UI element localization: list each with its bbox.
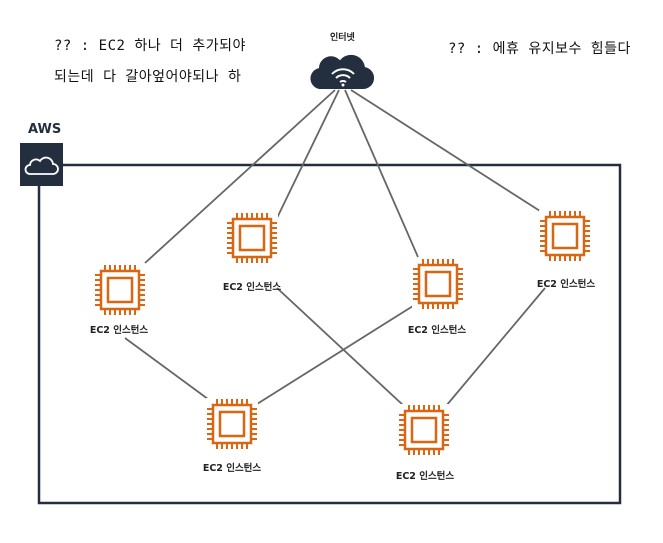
ec2-label-5: EC2 인스턴스: [202, 463, 262, 474]
aws-label: AWS: [28, 122, 62, 137]
edge-internet-ec2-1: [144, 89, 336, 264]
ec2-label-1: EC2 인스턴스: [89, 325, 149, 336]
edge-ec2-1-ec2-5: [124, 337, 213, 403]
internet-label: 인터넷: [330, 33, 355, 43]
note-line-1: ?? : EC2 하나 더 추가되야: [54, 38, 246, 54]
ec2-chip-icon: [226, 212, 278, 264]
edge-ec2-2-ec2-6: [276, 287, 405, 407]
ec2-chip-icon: [412, 258, 464, 310]
ec2-chip-icon: [206, 398, 258, 450]
ec2-instances: [94, 210, 591, 456]
internet-cloud-icon: [310, 54, 374, 90]
aws-boundary: [37, 163, 622, 505]
edge-ec2-6-ec2-4: [445, 287, 546, 407]
edge-ec2-5-ec2-3: [256, 305, 414, 405]
ec2-chip-icon: [398, 404, 450, 456]
ec2-label-4: EC2 인스턴스: [536, 279, 596, 290]
edge-internet-ec2-2: [276, 89, 340, 219]
ec2-chip-icon: [94, 264, 146, 316]
ec2-chip-icon: [539, 210, 591, 262]
note-maintenance: ?? : 에휴 유지보수 힘들다: [448, 41, 631, 57]
ec2-label-3: EC2 인스턴스: [407, 325, 467, 336]
note-line-2: 되는데 다 갈아엎어야되나 하: [54, 69, 242, 85]
edge-internet-ec2-4: [350, 89, 541, 212]
ec2-label-2: EC2 인스턴스: [222, 282, 282, 293]
edge-internet-ec2-3: [344, 89, 419, 258]
aws-cloud-icon: [20, 143, 63, 186]
connections: [124, 89, 546, 407]
ec2-label-6: EC2 인스턴스: [395, 471, 455, 482]
